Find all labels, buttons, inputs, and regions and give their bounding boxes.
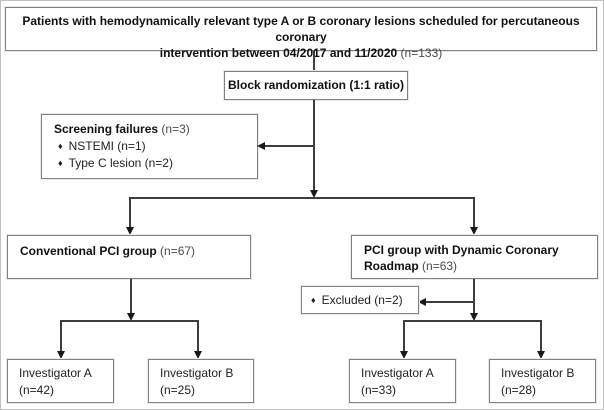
- connector-roadmap-down: [473, 279, 475, 314]
- right-investigator-branch-line: [403, 320, 542, 322]
- investigator-a-left-box: Investigator A (n=42): [7, 359, 114, 403]
- connector-to-investigator-b-left: [197, 320, 199, 352]
- enrollment-line1: Patients with hemodynamically relevant t…: [22, 14, 580, 44]
- arrow-down-icon: [400, 351, 408, 359]
- excluded-box: ♦Excluded (n=2): [301, 286, 419, 314]
- connector-conventional-down: [130, 279, 132, 314]
- arrow-down-icon: [194, 351, 202, 359]
- arrow-down-icon: [310, 190, 318, 198]
- conventional-pci-group-box: Conventional PCI group (n=67): [7, 235, 251, 279]
- enrollment-box: Patients with hemodynamically relevant t…: [5, 7, 597, 60]
- connector-to-investigator-a-left: [60, 320, 62, 352]
- arrow-down-icon: [470, 313, 478, 321]
- arrow-down-icon: [127, 313, 135, 321]
- connector-to-conventional: [129, 197, 131, 228]
- investigator-b-right-box: Investigator B (n=28): [489, 359, 596, 403]
- arrow-left-icon: [257, 142, 265, 150]
- split-branch-line: [129, 197, 475, 199]
- investigator-b-left-box: Investigator B (n=25): [148, 359, 254, 403]
- diamond-bullet-icon: ♦: [311, 295, 316, 305]
- arrow-down-icon: [537, 351, 545, 359]
- left-investigator-branch-line: [60, 320, 199, 322]
- connector-to-roadmap: [473, 197, 475, 228]
- connector-to-investigator-a-right: [403, 320, 405, 352]
- connector-to-investigator-b-right: [540, 320, 542, 352]
- arrow-down-icon: [126, 227, 134, 235]
- screening-item: ♦NSTEMI (n=1): [58, 139, 146, 153]
- connector-to-excluded: [425, 301, 474, 303]
- arrow-down-icon: [57, 351, 65, 359]
- roadmap-pci-group-box: PCI group with Dynamic Coronary Roadmap …: [351, 235, 598, 279]
- connector-randomization-down: [313, 100, 315, 192]
- arrow-down-icon: [470, 227, 478, 235]
- connector-top-to-randomization: [313, 51, 315, 71]
- screening-item: ♦Type C lesion (n=2): [58, 156, 173, 170]
- connector-to-screening: [263, 145, 314, 147]
- screening-title-line: Screening failures (n=3): [54, 122, 190, 136]
- randomization-box: Block randomization (1:1 ratio): [224, 71, 408, 100]
- roadmap-line2: Roadmap (n=63): [364, 259, 458, 273]
- investigator-a-right-box: Investigator A (n=33): [349, 359, 456, 403]
- diamond-bullet-icon: ♦: [58, 141, 63, 151]
- arrow-left-icon: [418, 298, 426, 306]
- screening-failures-box: Screening failures (n=3) ♦NSTEMI (n=1) ♦…: [41, 114, 258, 179]
- enrollment-line2: intervention between 04/2017 and 11/2020…: [159, 46, 443, 60]
- diamond-bullet-icon: ♦: [58, 158, 63, 168]
